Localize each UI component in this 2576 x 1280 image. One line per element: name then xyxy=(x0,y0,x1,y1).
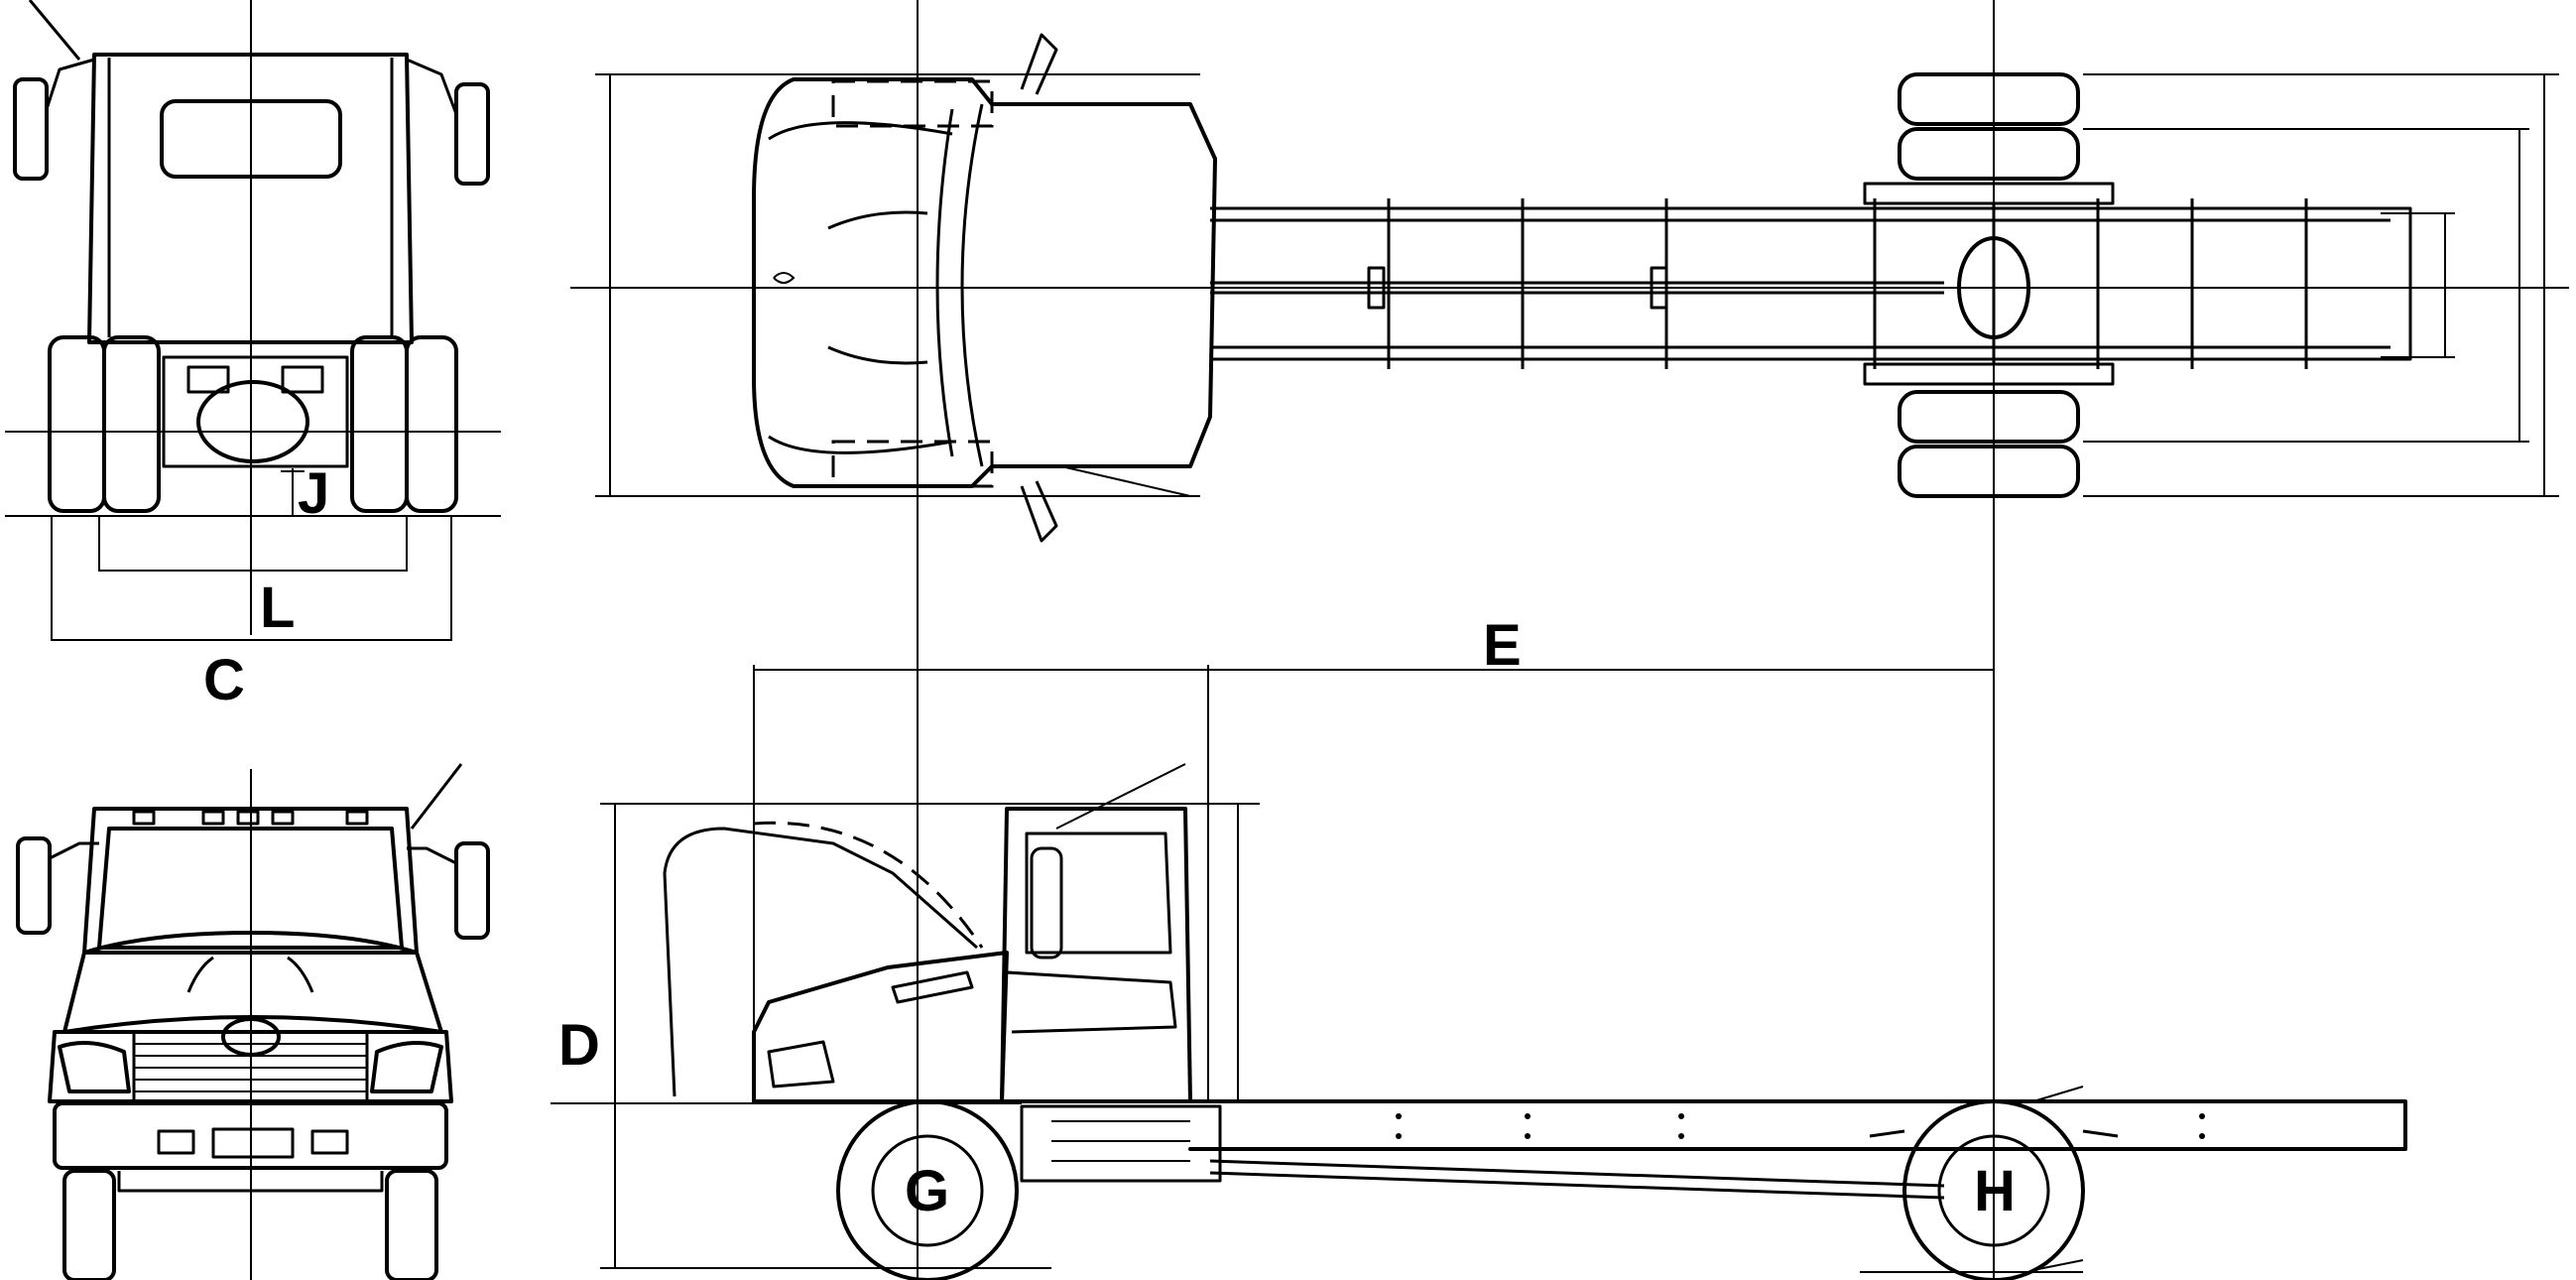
label-l: L xyxy=(260,576,295,640)
rear-view: J L C xyxy=(5,0,501,712)
side-view: E D xyxy=(551,613,2407,1280)
label-d: D xyxy=(558,1013,600,1078)
label-c: C xyxy=(203,648,245,712)
label-g: G xyxy=(905,1159,949,1223)
label-j: J xyxy=(298,461,329,526)
front-view xyxy=(16,763,490,1280)
frame-rivets xyxy=(1396,1113,2205,1139)
label-e: E xyxy=(1483,613,1522,678)
top-view xyxy=(570,0,2569,1280)
label-h: H xyxy=(1974,1159,2016,1223)
